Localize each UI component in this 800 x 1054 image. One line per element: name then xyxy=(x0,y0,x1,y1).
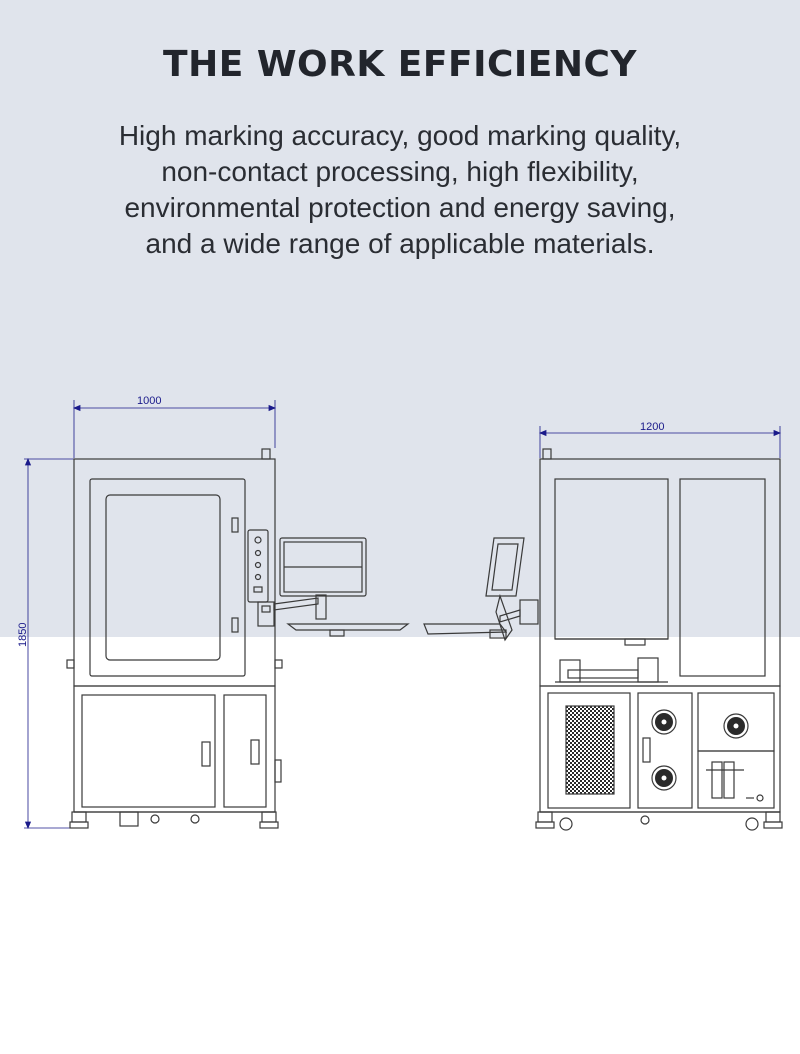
vent-grille xyxy=(565,705,615,795)
side-valve-front xyxy=(274,759,282,783)
fan-icon xyxy=(651,765,677,791)
window-glass-front xyxy=(105,494,221,661)
tray-mount-side xyxy=(489,629,507,639)
fan-icon xyxy=(723,713,749,739)
axis-block-left xyxy=(559,659,581,683)
foot-front xyxy=(71,811,87,823)
control-button-icon xyxy=(254,573,262,581)
monitor-arm-base-side xyxy=(519,599,539,625)
foot-side xyxy=(765,811,781,823)
lower-door-right xyxy=(223,694,267,808)
linear-rail xyxy=(567,669,639,679)
lower-door-left xyxy=(81,694,216,808)
width-dimension-label-side: 1200 xyxy=(640,421,664,433)
description: High marking accuracy, good marking qual… xyxy=(0,118,800,262)
width-dimension-side xyxy=(538,426,782,458)
header-background-band xyxy=(0,0,800,637)
center-block-front xyxy=(119,811,139,827)
upper-cabinet-side xyxy=(539,458,781,687)
lower-cabinet-front xyxy=(73,685,276,813)
monitor-stand-front xyxy=(315,594,327,620)
keyboard-tray-front xyxy=(286,623,410,631)
keyboard-tray-side xyxy=(423,623,508,635)
monitor-screen-side xyxy=(491,543,519,591)
door-latch-bottom xyxy=(231,617,239,633)
laser-head-mount xyxy=(624,638,646,646)
air-filter-icon xyxy=(711,761,723,799)
side-view: 1200 xyxy=(423,421,783,831)
description-line: environmental protection and energy savi… xyxy=(124,192,676,223)
fan-icon xyxy=(651,709,677,735)
arm-bracket xyxy=(261,605,271,613)
side-window-left xyxy=(554,478,669,640)
description-line: High marking accuracy, good marking qual… xyxy=(118,120,682,151)
foot-pad-side xyxy=(535,821,555,829)
foot-side xyxy=(537,811,553,823)
control-panel-front xyxy=(247,529,269,603)
front-view: 1000 1850 xyxy=(17,395,410,830)
caster-side xyxy=(640,815,650,825)
tray-mount-front xyxy=(329,629,345,637)
foot-pad-side xyxy=(763,821,783,829)
caster-front xyxy=(150,814,160,824)
foot-pad-front xyxy=(259,821,279,829)
monitor-arm-base-front xyxy=(257,601,275,627)
foot-pad-front xyxy=(69,821,89,829)
door-latch-top xyxy=(231,517,239,533)
side-handle-right xyxy=(274,659,283,669)
top-cap-side xyxy=(542,448,552,460)
door-handle-left xyxy=(201,741,211,767)
air-fitting-icon xyxy=(756,794,764,802)
control-knob-icon xyxy=(254,536,262,544)
side-handle-left xyxy=(66,659,75,669)
fan-panel-handle xyxy=(642,737,651,763)
monitor-stand-side xyxy=(495,593,513,642)
door-handle-right xyxy=(250,739,260,765)
air-filter-panel xyxy=(697,750,775,809)
width-dimension-front xyxy=(72,400,277,458)
caster-side xyxy=(559,817,573,831)
side-window-right xyxy=(679,478,766,677)
monitor-arm-front xyxy=(273,597,319,611)
description-line: and a wide range of applicable materials… xyxy=(145,228,655,259)
height-dimension-label-front: 1850 xyxy=(17,623,29,647)
monitor-arm-side xyxy=(499,609,521,623)
vent-panel xyxy=(547,692,631,809)
axis-block-right xyxy=(637,657,659,683)
page-title: THE WORK EFFICIENCY xyxy=(163,44,637,85)
door-frame-front xyxy=(89,478,246,677)
description-line: non-contact processing, high flexibility… xyxy=(161,156,639,187)
fan-panel xyxy=(637,692,693,809)
top-cap-front xyxy=(261,448,271,460)
width-dimension-label-front: 1000 xyxy=(137,395,161,407)
caster-side xyxy=(745,817,759,831)
caster-front xyxy=(190,814,200,824)
control-button-icon xyxy=(254,549,262,557)
control-button-icon xyxy=(254,561,262,569)
key-switch-icon xyxy=(253,586,263,593)
height-dimension-front xyxy=(24,457,74,830)
air-regulator-icon xyxy=(723,761,735,799)
monitor-side xyxy=(485,537,525,597)
monitor-front xyxy=(279,537,367,597)
foot-front xyxy=(261,811,277,823)
